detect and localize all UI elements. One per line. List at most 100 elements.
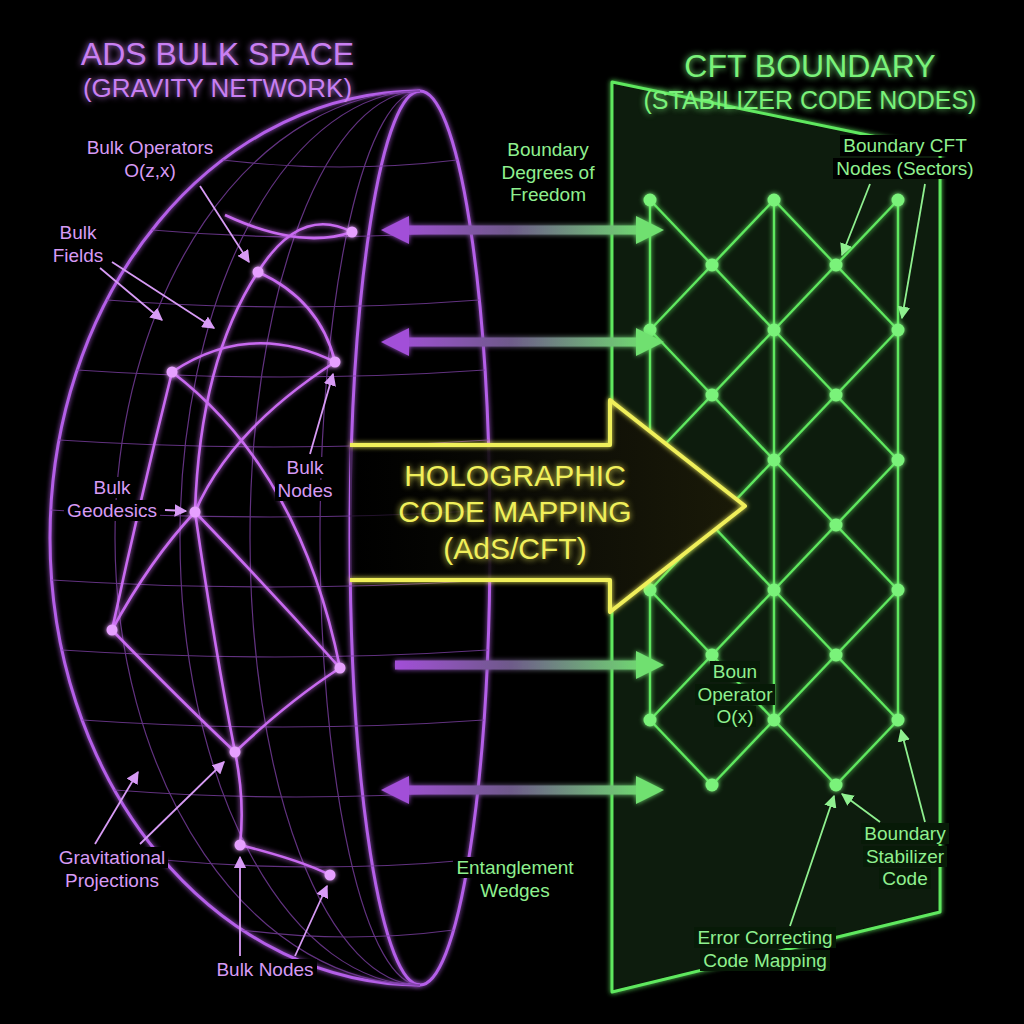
label-holder: Bulk Fields <box>42 222 114 268</box>
lattice-link <box>836 330 898 395</box>
lattice-node <box>768 584 781 597</box>
bulk-node-dots <box>107 227 358 881</box>
lattice-link <box>649 590 651 720</box>
lattice-node <box>768 454 781 467</box>
lattice-link <box>774 395 836 460</box>
callout-label: Bulk Fields <box>50 222 107 266</box>
text-holder: CFT BOUNDARY(STABILIZER CODE NODES) <box>605 48 1015 115</box>
lattice-node <box>892 454 905 467</box>
globe-latitude <box>77 370 485 377</box>
lattice-link <box>650 720 712 785</box>
label-holder: Bulk Operators O(z,x) <box>65 137 235 183</box>
lattice-link <box>836 655 898 720</box>
mapping-connector <box>395 786 650 795</box>
lattice-node <box>892 714 905 727</box>
lattice-node <box>892 324 905 337</box>
lattice-node <box>706 389 719 402</box>
lattice-link <box>836 265 898 330</box>
callout-label: Entanglement Wedges <box>453 857 576 901</box>
label-holder: Boun Operator O(x) <box>688 661 783 729</box>
label-holder: Boundary Degrees of Freedom <box>488 139 608 207</box>
lattice-node <box>644 714 657 727</box>
lattice-node <box>768 194 781 207</box>
lattice-link <box>897 460 899 590</box>
callout-label: Boundary CFT Nodes (Sectors) <box>833 135 976 179</box>
lattice-node <box>644 194 657 207</box>
lattice-link <box>712 395 774 460</box>
lattice-link <box>836 460 898 525</box>
lattice-node <box>830 389 843 402</box>
lattice-link <box>836 200 898 265</box>
lattice-link <box>774 200 836 265</box>
heading-text: HOLOGRAPHIC CODE MAPPING (AdS/CFT) <box>380 458 650 568</box>
lattice-link <box>774 655 836 720</box>
mapping-connector <box>395 661 650 670</box>
lattice-link <box>897 200 899 330</box>
lattice-node <box>768 324 781 337</box>
label-holder: Boundary CFT Nodes (Sectors) <box>823 135 988 181</box>
globe-latitude <box>242 930 453 937</box>
lattice-node <box>706 259 719 272</box>
lattice-link <box>712 265 774 330</box>
lattice-link <box>774 265 836 330</box>
label-holder: Boundary Stabilizer Code <box>850 823 960 891</box>
text-holder: ADS BULK SPACE(GRAVITY NETWORK) <box>40 36 395 104</box>
mapping-connector <box>395 338 650 347</box>
lattice-link <box>650 330 712 395</box>
globe-latitude <box>107 300 479 307</box>
lattice-link <box>836 590 898 655</box>
lattice-link <box>712 590 774 655</box>
lattice-link <box>774 590 836 655</box>
callout-label: Error Correcting Code Mapping <box>694 927 835 971</box>
heading-text: CFT BOUNDARY <box>605 48 1015 85</box>
lattice-link <box>649 200 651 330</box>
callout-label: Bulk Nodes <box>275 457 336 501</box>
lattice-link <box>712 525 774 590</box>
label-holder: Gravitational Projections <box>42 847 182 893</box>
callout-label: Gravitational Projections <box>56 847 169 891</box>
bulk-network <box>112 215 352 875</box>
callout-label: Boundary Stabilizer Code <box>861 823 948 890</box>
lattice-link <box>774 525 836 590</box>
globe-latitude <box>62 650 488 657</box>
globe-latitude <box>82 720 484 727</box>
globe-latitude <box>223 160 458 167</box>
lattice-node <box>706 649 719 662</box>
leader-lines <box>95 184 925 956</box>
subheading-text: (STABILIZER CODE NODES) <box>605 85 1015 115</box>
lattice-node <box>768 714 781 727</box>
lattice-link <box>897 590 899 720</box>
lattice-link <box>773 200 775 330</box>
lattice-link <box>774 330 836 395</box>
callout-label: Boun Operator O(x) <box>695 661 776 728</box>
lattice-link <box>773 330 775 460</box>
mapping-arrow-shape <box>350 400 745 612</box>
lattice-link <box>650 200 712 265</box>
lattice-node <box>830 259 843 272</box>
lattice-link <box>774 720 836 785</box>
lattice-link <box>712 720 774 785</box>
lattice-link <box>897 330 899 460</box>
lattice-link <box>650 265 712 330</box>
lattice-node <box>830 779 843 792</box>
callout-label: Boundary Degrees of Freedom <box>499 139 598 206</box>
lattice-link <box>773 460 775 590</box>
label-holder: Error Correcting Code Mapping <box>680 927 850 973</box>
text-holder: HOLOGRAPHIC CODE MAPPING (AdS/CFT) <box>380 445 650 580</box>
lattice-node <box>892 194 905 207</box>
lattice-link <box>836 525 898 590</box>
label-holder: Bulk Nodes <box>200 959 330 982</box>
mapping-arrow: HOLOGRAPHIC CODE MAPPING (AdS/CFT) <box>350 400 745 612</box>
lattice-link <box>774 460 836 525</box>
label-holder: Bulk Nodes <box>269 457 341 503</box>
lattice-link <box>836 395 898 460</box>
globe-latitude <box>163 860 468 867</box>
label-holder: Bulk Geodesics <box>57 477 167 523</box>
lattice-node <box>892 584 905 597</box>
callout-label: Bulk Geodesics <box>64 477 160 521</box>
mapping-connector <box>395 226 650 235</box>
lattice-link <box>712 330 774 395</box>
lattice-link <box>712 200 774 265</box>
lattice-node <box>830 649 843 662</box>
mapping-arrow-shape <box>350 400 745 612</box>
